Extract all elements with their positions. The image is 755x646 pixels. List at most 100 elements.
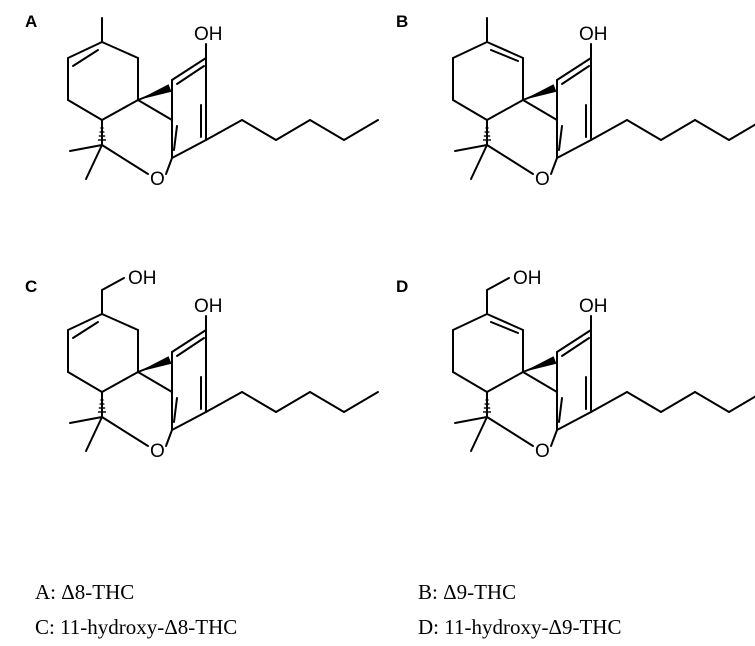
bond: [522, 99, 558, 121]
pyran-o-label: O: [535, 169, 550, 190]
pentyl-bond: [309, 119, 345, 141]
bond: [550, 157, 558, 175]
bond: [452, 99, 488, 121]
aromatic-double: [173, 125, 178, 151]
structure-panel-b: B OH O: [385, 0, 755, 290]
bond: [522, 371, 558, 393]
methyl-bond: [85, 144, 103, 180]
aromatic-double: [176, 337, 205, 357]
caption-b: B: Δ9-THC: [418, 580, 517, 604]
phenol-oh-label: OH: [194, 24, 223, 45]
ch2oh-bond: [486, 277, 510, 291]
methyl-bond: [470, 144, 488, 180]
pentyl-bond: [241, 119, 277, 141]
pentyl-bond: [275, 391, 311, 413]
bond: [67, 313, 103, 331]
molecule-b: OH O: [452, 17, 755, 190]
bond: [101, 371, 139, 393]
panel-letter-c: C: [25, 277, 38, 296]
bond: [452, 41, 488, 59]
pentyl-bond: [205, 391, 243, 413]
bond: [486, 313, 524, 331]
bond: [101, 144, 149, 175]
bond: [556, 139, 592, 159]
aromatic-double: [561, 65, 590, 85]
methyl-bond: [470, 416, 488, 452]
bond: [137, 371, 173, 393]
bond: [171, 329, 207, 353]
pentyl-bond: [728, 395, 755, 413]
ch2oh-label: OH: [513, 268, 542, 289]
bond: [101, 313, 139, 331]
pentyl-bond: [694, 119, 730, 141]
structure-panel-d: D OH OH O: [385, 268, 755, 562]
pentyl-bond: [343, 391, 379, 413]
molecule-d: OH OH O: [452, 268, 755, 462]
pentyl-bond: [205, 119, 243, 141]
bond: [486, 99, 524, 121]
caption-d: D: 11-hydroxy-Δ9-THC: [418, 615, 622, 639]
bond: [486, 416, 534, 447]
bond: [101, 99, 139, 121]
aromatic-double: [558, 397, 563, 423]
aromatic-double: [173, 397, 178, 423]
panel-letter-b: B: [396, 12, 409, 31]
phenol-oh-label: OH: [194, 296, 223, 317]
methyl-bond: [454, 416, 488, 424]
bond: [556, 411, 592, 431]
methyl-bond: [454, 144, 488, 152]
bond: [486, 371, 524, 393]
wedge-bond: [138, 356, 172, 372]
bond: [165, 157, 173, 175]
ch2oh-bond: [101, 277, 125, 291]
wedge-bond: [138, 84, 172, 100]
pentyl-bond: [694, 391, 730, 413]
phenol-oh-label: OH: [579, 24, 608, 45]
bond: [452, 371, 488, 393]
bond: [137, 99, 173, 121]
aromatic-double: [561, 337, 590, 357]
molecule-a: OHO: [67, 17, 379, 190]
phenol-oh-label: OH: [579, 296, 608, 317]
pentyl-bond: [626, 119, 662, 141]
bond: [67, 371, 103, 393]
caption-c: C: 11-hydroxy-Δ8-THC: [35, 615, 238, 639]
pentyl-bond: [343, 119, 379, 141]
methyl-bond: [69, 416, 103, 424]
pyran-o-label: O: [535, 441, 550, 462]
aromatic-double: [176, 65, 205, 85]
aromatic-double: [558, 125, 563, 151]
bond: [171, 139, 207, 159]
pentyl-bond: [660, 391, 696, 413]
pentyl-bond: [626, 391, 662, 413]
pentyl-bond: [660, 119, 696, 141]
methyl-bond: [85, 416, 103, 452]
panel-letter-d: D: [396, 277, 409, 296]
bond: [556, 57, 592, 81]
wedge-bond: [523, 84, 557, 100]
pentyl-bond: [728, 123, 755, 141]
panel-letter-a: A: [25, 12, 38, 31]
caption-a: A: Δ8-THC: [35, 580, 135, 604]
bond: [171, 411, 207, 431]
bond: [67, 99, 103, 121]
pentyl-bond: [590, 119, 628, 141]
double-bond-inner: [72, 49, 99, 67]
bond: [556, 329, 592, 353]
bond: [486, 41, 524, 59]
bond: [165, 429, 173, 447]
bond: [550, 429, 558, 447]
pentyl-bond: [275, 119, 311, 141]
pentyl-bond: [241, 391, 277, 413]
bond: [67, 41, 103, 59]
bond: [101, 416, 149, 447]
bond: [101, 41, 139, 59]
bond: [486, 144, 534, 175]
bond: [171, 57, 207, 81]
bond: [452, 313, 488, 331]
double-bond-inner: [490, 49, 519, 62]
ch2oh-label: OH: [128, 268, 157, 289]
